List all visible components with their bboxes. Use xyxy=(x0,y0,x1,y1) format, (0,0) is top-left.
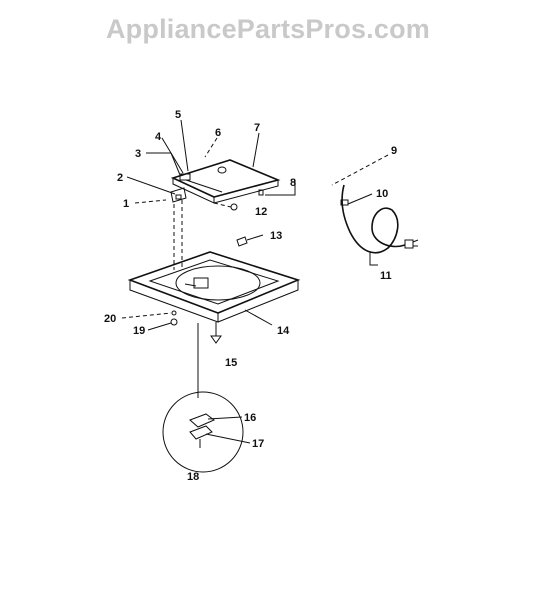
callout-4: 4 xyxy=(155,131,162,143)
callout-15: 15 xyxy=(225,357,237,369)
callout-12: 12 xyxy=(255,206,267,218)
callout-6: 6 xyxy=(215,127,221,139)
callout-7: 7 xyxy=(254,122,260,134)
site-watermark: AppliancePartsPros.com xyxy=(105,14,430,44)
callout-9: 9 xyxy=(391,145,397,157)
leader-lines xyxy=(121,119,389,444)
callout-14: 14 xyxy=(277,325,290,337)
callout-1: 1 xyxy=(123,198,129,210)
screw-15 xyxy=(210,322,222,344)
washer-20 xyxy=(171,310,177,316)
detail-circle xyxy=(162,391,244,473)
callout-18: 18 xyxy=(187,471,199,483)
callout-2: 2 xyxy=(117,172,123,184)
clip-8 xyxy=(258,189,264,196)
callout-8: 8 xyxy=(290,177,296,189)
callout-10: 10 xyxy=(376,188,388,200)
clip-13 xyxy=(236,236,248,247)
screw-19 xyxy=(170,318,178,326)
callout-5: 5 xyxy=(175,109,181,121)
callout-11: 11 xyxy=(380,270,392,282)
callout-13: 13 xyxy=(270,230,282,242)
callout-20: 20 xyxy=(104,313,116,325)
hinge-bracket xyxy=(170,187,187,203)
callout-3: 3 xyxy=(135,148,141,160)
callout-17: 17 xyxy=(252,438,264,450)
top-cabinet-frame xyxy=(127,251,301,323)
callout-16: 16 xyxy=(244,412,256,424)
callout-19: 19 xyxy=(133,325,145,337)
top-lid-panel xyxy=(170,159,281,204)
screw-12 xyxy=(213,202,238,211)
power-cord xyxy=(340,184,419,254)
